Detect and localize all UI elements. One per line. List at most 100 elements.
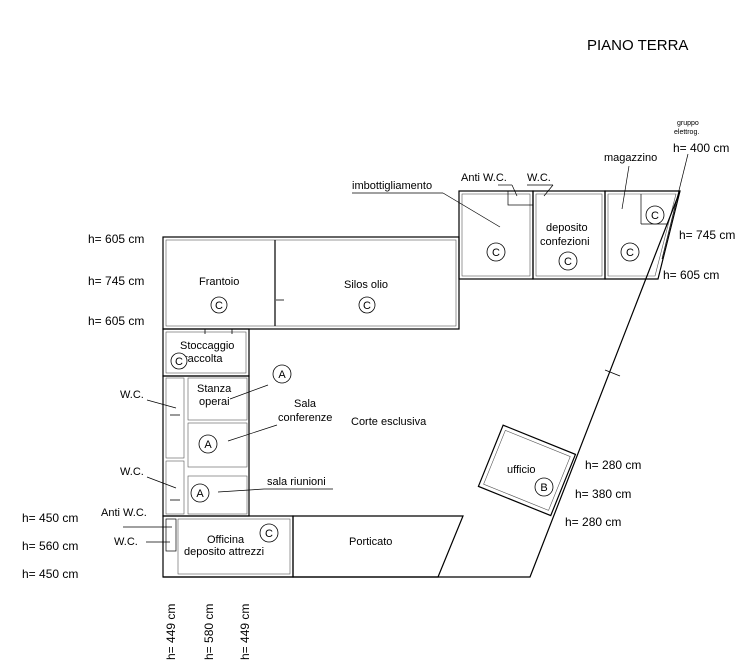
- ufficio-inner: [483, 429, 571, 511]
- magazzino-block: [604, 190, 681, 280]
- class-circle-stanza: [272, 364, 292, 384]
- anti-wc-top-room: [507, 190, 534, 206]
- anti-wc-left-room: [165, 518, 177, 552]
- height-left-3: h= 605 cm: [88, 314, 144, 328]
- class-circle-stoccaggio: [170, 352, 188, 370]
- frantoio-silos-inner: [165, 239, 457, 327]
- room-label-officina-2: deposito attrezzi: [184, 546, 264, 558]
- class-letter-sala: A: [204, 439, 212, 451]
- class-circle-officina: [259, 523, 279, 543]
- wall-ticks: [170, 299, 621, 501]
- plan-title: PIANO TERRA: [587, 37, 688, 54]
- height-ufficio-1: h= 280 cm: [585, 458, 641, 472]
- room-label-wc-left-1: W.C.: [120, 389, 144, 401]
- magazzino-inner: [607, 193, 677, 277]
- class-circle-gruppo: [645, 205, 665, 225]
- room-label-frantoio: Frantoio: [199, 276, 239, 288]
- room-label-magazzino: magazzino: [604, 152, 657, 164]
- leader-lines: [123, 153, 689, 543]
- room-label-gruppo-1: gruppo: [677, 120, 699, 127]
- class-circle-deposito: [558, 251, 578, 271]
- height-right-2: h= 605 cm: [663, 268, 719, 282]
- class-letter-stoccaggio: C: [175, 356, 183, 368]
- room-label-sala-riunioni: sala riunioni: [267, 476, 326, 488]
- leader-wc-top-d: [543, 184, 554, 197]
- wc-stack-upper: [165, 377, 185, 459]
- class-circle-sala-riunioni: [190, 483, 210, 503]
- officina-inner: [177, 518, 291, 575]
- leader-gruppo: [661, 153, 689, 260]
- leader-sala: [227, 424, 278, 442]
- stoccaggio-inner: [165, 331, 247, 374]
- ufficio-block: [477, 424, 577, 517]
- leader-sala-riunioni-d: [217, 488, 265, 493]
- class-letter-officina: C: [265, 528, 273, 540]
- room-label-imbottigliamento: imbottigliamento: [352, 180, 432, 192]
- leader-imbottigliamento-d: [442, 192, 501, 228]
- height-bottom-left-1: h= 450 cm: [22, 511, 78, 525]
- height-bottom-v-3: h= 449 cm: [238, 604, 252, 660]
- class-letter-stanza: A: [278, 369, 286, 381]
- room-label-stoccaggio-2: raccolta: [184, 353, 223, 365]
- stanza-operai-room: [187, 377, 248, 421]
- room-label-officina-1: Officina: [207, 534, 245, 546]
- height-left-1: h= 605 cm: [88, 232, 144, 246]
- height-top-right-1: h= 400 cm: [673, 141, 729, 155]
- imbottigliamento-block: [458, 190, 534, 280]
- wc-stack-lower: [165, 460, 185, 515]
- leader-anti-wc-top-d: [511, 184, 518, 197]
- class-letter-frantoio: C: [215, 300, 223, 312]
- room-label-anti-wc-left: Anti W.C.: [101, 507, 147, 519]
- class-markers: C C C C C C C A A A C B: [170, 205, 665, 543]
- room-label-wc-left-2: W.C.: [120, 466, 144, 478]
- height-ufficio-2: h= 380 cm: [575, 487, 631, 501]
- room-label-gruppo-2: elettrog.: [674, 129, 699, 136]
- room-label-stoccaggio-1: Stoccaggio: [180, 340, 234, 352]
- leader-magazzino: [621, 165, 630, 210]
- imbottigliamento-inner: [461, 193, 531, 277]
- room-label-deposito-2: confezioni: [540, 236, 590, 248]
- height-bottom-v-1: h= 449 cm: [164, 604, 178, 660]
- room-label-deposito-1: deposito: [546, 222, 588, 234]
- wall-tick: [604, 369, 621, 377]
- class-circle-frantoio: [210, 296, 228, 314]
- class-circle-imbottigliamento: [486, 242, 506, 262]
- class-circle-ufficio: [534, 477, 554, 497]
- class-letter-ufficio: B: [540, 482, 547, 494]
- leader-stanza: [229, 384, 269, 400]
- class-letter-deposito: C: [564, 256, 572, 268]
- deposito-inner: [535, 193, 603, 277]
- height-ufficio-3: h= 280 cm: [565, 515, 621, 529]
- ufficio-outer: [477, 424, 577, 517]
- room-label-corte: Corte esclusiva: [351, 416, 427, 428]
- class-circle-magazzino: [620, 242, 640, 262]
- height-annotations: h= 605 cm h= 745 cm h= 605 cm h= 400 cm …: [22, 141, 735, 660]
- room-label-porticato: Porticato: [349, 536, 392, 548]
- height-bottom-left-3: h= 450 cm: [22, 567, 78, 581]
- class-letter-imbottigliamento: C: [492, 247, 500, 259]
- class-circle-silos: [358, 296, 376, 314]
- height-right-1: h= 745 cm: [679, 228, 735, 242]
- class-letter-silos: C: [363, 300, 371, 312]
- height-bottom-v-2: h= 580 cm: [202, 604, 216, 660]
- room-label-ufficio: ufficio: [507, 464, 536, 476]
- room-label-sala-2: conferenze: [278, 412, 332, 424]
- frantoio-silos-block: [162, 236, 460, 330]
- room-label-wc-left-3: W.C.: [114, 536, 138, 548]
- leader-wc-left-2: [146, 476, 177, 489]
- class-circle-sala: [198, 434, 218, 454]
- class-letter-magazzino: C: [626, 247, 634, 259]
- height-bottom-left-2: h= 560 cm: [22, 539, 78, 553]
- room-label-anti-wc-top: Anti W.C.: [461, 172, 507, 184]
- corte-boundary: [163, 190, 681, 578]
- sala-conferenze-room: [187, 422, 248, 468]
- sala-riunioni-room: [187, 475, 248, 515]
- class-letter-gruppo: C: [651, 210, 659, 222]
- leader-wc-left-1: [146, 399, 177, 409]
- room-label-stanza-1: Stanza: [197, 383, 232, 395]
- room-label-wc-top: W.C.: [527, 172, 551, 184]
- room-label-stanza-2: operai: [199, 396, 230, 408]
- class-letter-sala-riunioni: A: [196, 488, 204, 500]
- room-label-silos: Silos olio: [344, 279, 388, 291]
